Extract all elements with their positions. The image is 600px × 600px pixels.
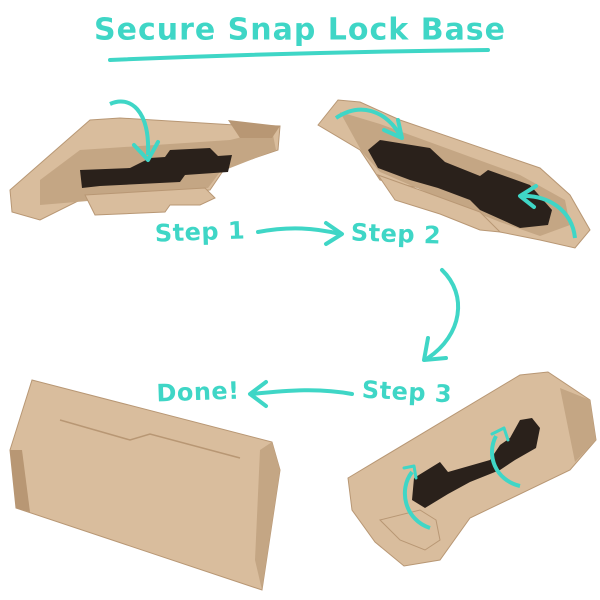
curved-arrow-icon xyxy=(109,99,151,156)
step-3-label: Step 3 xyxy=(361,375,453,409)
straight-arrow-icon xyxy=(250,388,354,396)
curved-arrow-icon xyxy=(426,268,460,360)
curved-arrow-icon xyxy=(334,107,402,137)
curved-arrow-icon xyxy=(402,470,431,530)
arrowhead xyxy=(490,426,510,442)
box-done xyxy=(9,379,281,591)
arrowhead xyxy=(402,464,418,480)
box-step-2 xyxy=(317,99,591,249)
slot xyxy=(80,148,232,188)
curved-arrow-icon xyxy=(521,193,577,239)
arrowhead xyxy=(324,221,344,246)
straight-arrow-icon xyxy=(256,226,342,236)
box-step-1 xyxy=(9,117,281,221)
step-2-label: Step 2 xyxy=(350,218,442,250)
slot xyxy=(368,140,552,228)
seam xyxy=(59,419,241,459)
arrowhead xyxy=(248,380,268,408)
curved-arrow-icon xyxy=(490,435,521,488)
step-1-label: Step 1 xyxy=(154,216,246,248)
arrowhead xyxy=(382,118,404,140)
arrowhead xyxy=(422,336,448,362)
title-underline xyxy=(108,48,490,62)
done-label: Done! xyxy=(155,376,241,408)
arrowhead xyxy=(518,184,538,209)
arrowhead xyxy=(132,140,160,162)
page-title: Secure Snap Lock Base xyxy=(93,12,507,48)
